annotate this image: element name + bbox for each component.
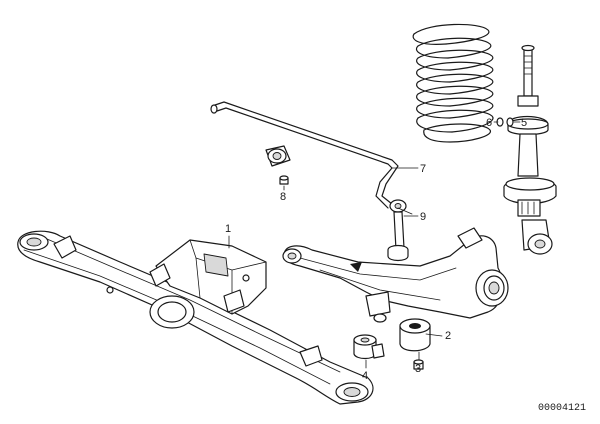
diagram-reference-number: 00004121 bbox=[538, 403, 586, 414]
callout-9: 9 bbox=[420, 211, 426, 223]
callout-1: 1 bbox=[225, 223, 231, 235]
axle-carrier bbox=[17, 230, 374, 405]
shock-absorber bbox=[503, 44, 557, 255]
nut-small bbox=[279, 175, 289, 185]
callout-6: 6 bbox=[486, 117, 492, 129]
callout-7: 7 bbox=[420, 163, 426, 175]
spring-pad bbox=[496, 117, 514, 127]
coil-spring bbox=[412, 23, 494, 143]
nut-bushing bbox=[413, 359, 424, 370]
callout-5: 5 bbox=[521, 117, 527, 129]
stabilizer-bar bbox=[210, 101, 399, 209]
callout-2: 2 bbox=[445, 330, 451, 342]
rubber-mount-large bbox=[399, 318, 431, 352]
callout-3: 3 bbox=[415, 363, 421, 375]
trailing-arm bbox=[282, 227, 509, 323]
stabilizer-link bbox=[387, 199, 413, 262]
callout-8: 8 bbox=[280, 191, 286, 203]
rubber-mount-small bbox=[353, 334, 385, 360]
callout-leaders bbox=[228, 121, 521, 369]
stabilizer-bushing bbox=[265, 145, 291, 167]
callout-4: 4 bbox=[362, 370, 368, 382]
